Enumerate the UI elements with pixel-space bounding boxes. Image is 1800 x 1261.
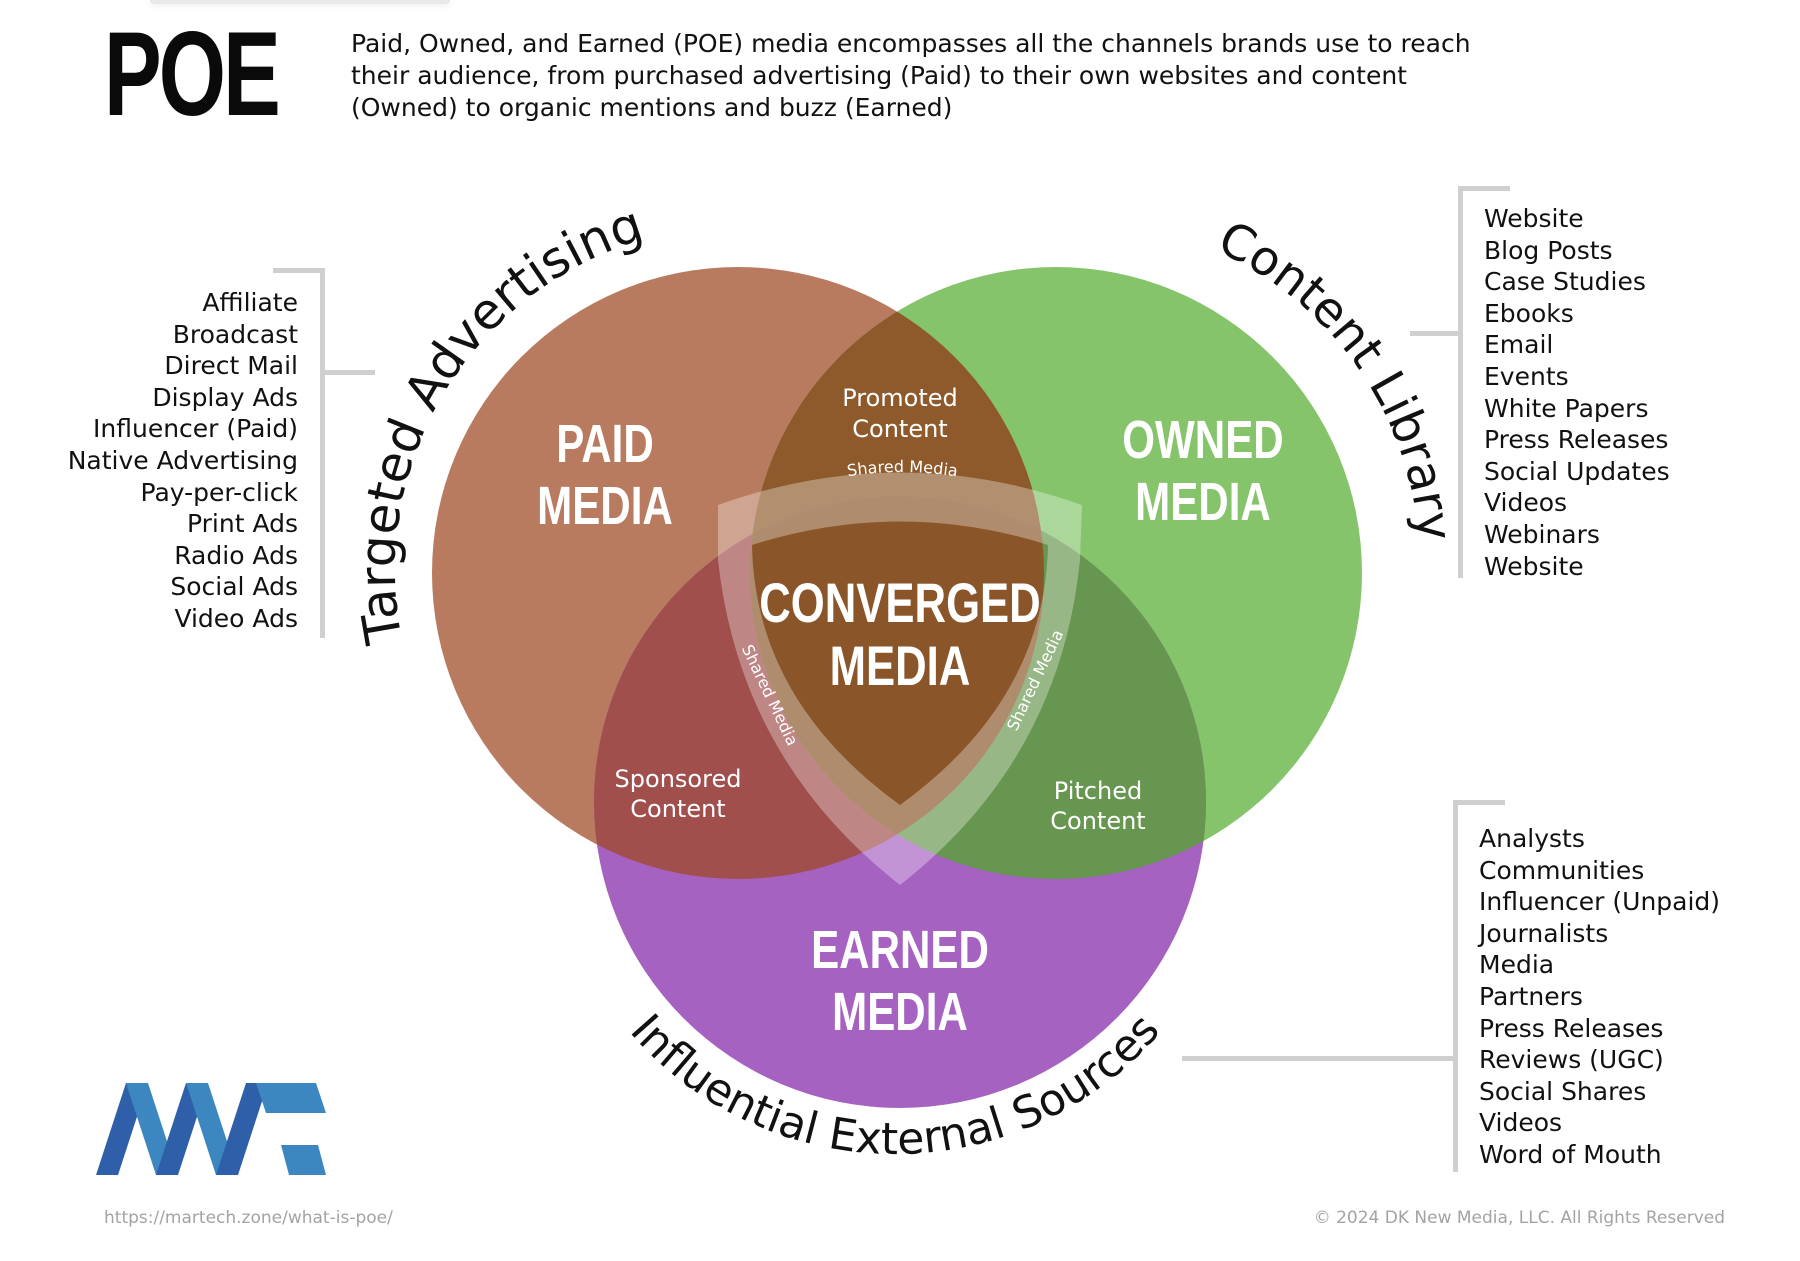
earned-media-list-item: Videos (1479, 1108, 1563, 1138)
paid-bracket-top (273, 268, 325, 273)
paid-media-list-item: Broadcast (172, 319, 298, 349)
mtz-logo (96, 1083, 326, 1175)
earned-media-list-item: Press Releases (1479, 1013, 1664, 1043)
earned-media-list-item: Word of Mouth (1479, 1139, 1662, 1169)
earned-media-list-item: Partners (1479, 981, 1583, 1011)
earned-media-list-item: Media (1479, 950, 1555, 980)
shared-media-label-top: Shared Media (846, 457, 959, 480)
owned-media-list-item: Website (1484, 204, 1584, 233)
earned-bracket-connector (1182, 1056, 1457, 1061)
intro-line: Paid, Owned, and Earned (POE) media enco… (351, 29, 1471, 58)
promoted-content-label-1: Promoted (842, 384, 958, 412)
pitched-content-label-2: Content (1050, 807, 1145, 835)
earned-media-list-item: Communities (1479, 855, 1645, 885)
owned-media-list-item: Website (1484, 551, 1584, 581)
earned-bracket-vertical (1453, 800, 1458, 1172)
paid-media-list-item: Radio Ads (174, 540, 298, 570)
promoted-content-label-2: Content (852, 415, 947, 443)
paid-bracket-vertical (320, 268, 325, 638)
source-url[interactable]: https://martech.zone/what-is-poe/ (104, 1208, 393, 1228)
paid-media-list-item: Display Ads (152, 382, 298, 412)
paid-media-list-item: Social Ads (170, 572, 298, 602)
page-title: POE (104, 7, 281, 141)
earned-media-list-item: Journalists (1479, 918, 1609, 948)
converged-media-label-1: CONVERGED (759, 572, 1040, 634)
earned-media-label-2: MEDIA (832, 982, 968, 1042)
logo-bar-bottom (281, 1145, 326, 1175)
owned-media-label-1: OWNED (1122, 410, 1283, 470)
earned-media-list-item: Social Shares (1479, 1076, 1647, 1106)
owned-media-list-item: Events (1484, 361, 1569, 391)
owned-media-list-item: Social Updates (1484, 456, 1670, 486)
owned-bracket-vertical (1458, 186, 1463, 578)
paid-media-list-item: Affiliate (202, 288, 298, 317)
owned-media-list-item: Webinars (1484, 519, 1600, 549)
intro-line: (Owned) to organic mentions and buzz (Ea… (351, 93, 953, 122)
owned-bracket-connector (1410, 331, 1462, 336)
owned-bracket-top (1458, 186, 1510, 191)
intro-text: Paid, Owned, and Earned (POE) media enco… (351, 28, 1511, 124)
owned-media-list-item: Videos (1484, 488, 1568, 518)
owned-media-list-item: Ebooks (1484, 298, 1574, 328)
owned-media-list-item: Case Studies (1484, 267, 1646, 297)
logo-stroke-5 (216, 1083, 268, 1175)
paid-media-list-item: Direct Mail (164, 351, 298, 381)
owned-media-list-item: White Papers (1484, 393, 1649, 423)
top-tab-decoration (150, 0, 450, 4)
paid-media-label-1: PAID (556, 414, 653, 474)
earned-bracket-top (1453, 800, 1505, 805)
copyright-text: © 2024 DK New Media, LLC. All Rights Res… (1313, 1208, 1725, 1228)
paid-media-label-2: MEDIA (537, 476, 673, 536)
owned-media-list-item: Blog Posts (1484, 235, 1613, 265)
paid-media-list-item: Influencer (Paid) (93, 414, 298, 444)
logo-bar-top (256, 1083, 326, 1113)
owned-media-label-2: MEDIA (1135, 472, 1271, 532)
paid-media-list-item: Video Ads (174, 603, 298, 633)
earned-media-list-item: Analysts (1479, 824, 1585, 853)
paid-bracket-connector (320, 370, 375, 375)
paid-media-list-item: Pay-per-click (140, 477, 298, 507)
earned-media-list-item: Influencer (Unpaid) (1479, 887, 1721, 917)
sponsored-content-label-2: Content (630, 795, 725, 823)
converged-media-label-2: MEDIA (830, 635, 971, 697)
shared-media-band (718, 472, 1082, 885)
owned-media-list-item: Press Releases (1484, 425, 1669, 455)
pitched-content-label-1: Pitched (1054, 777, 1142, 805)
owned-media-list-item: Email (1484, 330, 1554, 360)
earned-media-label-1: EARNED (811, 920, 989, 980)
earned-media-list-item: Reviews (UGC) (1479, 1045, 1664, 1075)
paid-media-list-item: Print Ads (186, 509, 298, 539)
intro-line: their audience, from purchased advertisi… (351, 61, 1407, 90)
sponsored-content-label-1: Sponsored (615, 765, 742, 793)
paid-media-list-item: Native Advertising (67, 445, 298, 475)
converged-media-region (750, 496, 1044, 879)
